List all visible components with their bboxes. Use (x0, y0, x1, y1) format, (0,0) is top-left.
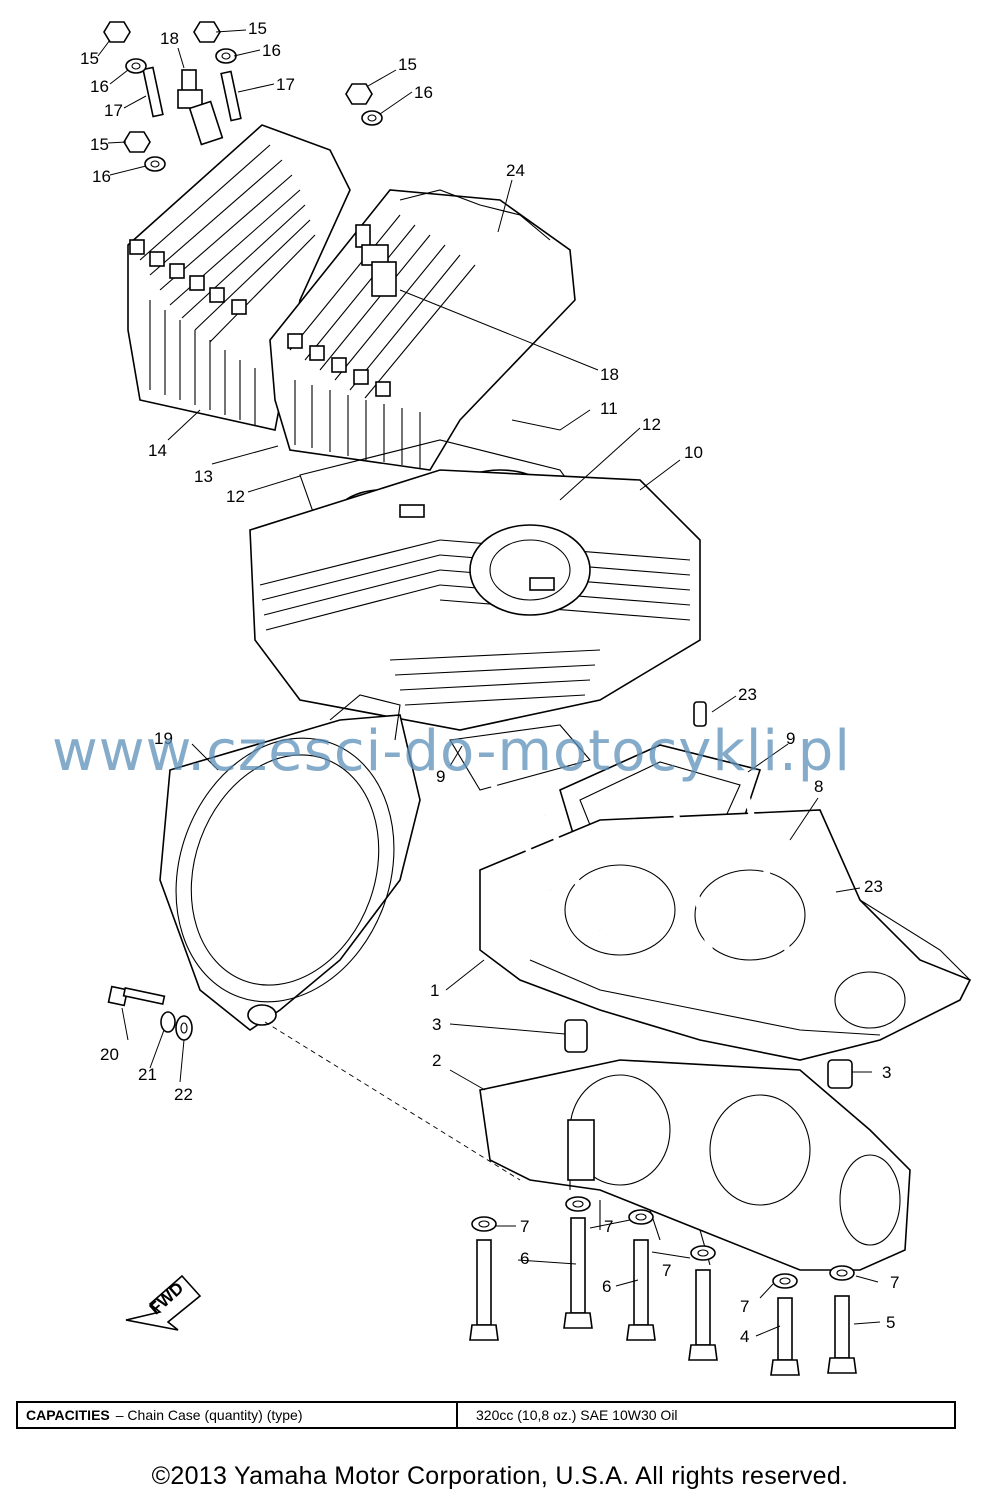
callout-16: 16 (414, 83, 433, 102)
callout-16: 16 (92, 167, 111, 186)
callout-9: 9 (436, 767, 445, 786)
cylinder-block (249, 469, 701, 731)
callout-16: 16 (262, 41, 281, 60)
exploded-engine-diagram: FWD 15 15 15 15 16 16 16 16 17 (52, 19, 972, 1376)
callout-18: 18 (160, 29, 179, 48)
callout-19: 19 (154, 729, 173, 748)
callout-2: 2 (432, 1051, 441, 1070)
washers-16 (125, 48, 383, 172)
callout-15: 15 (248, 19, 267, 38)
cylinder-head-right (269, 189, 576, 471)
studs-8 (477, 758, 793, 1011)
callout-9: 9 (786, 729, 795, 748)
callout-6: 6 (602, 1277, 611, 1296)
callout-7: 7 (662, 1261, 671, 1280)
cylinder-head-left (127, 124, 351, 431)
callout-17: 17 (104, 101, 123, 120)
capacities-label-cell: CAPACITIES – Chain Case (quantity) (type… (18, 1403, 458, 1427)
callout-22: 22 (174, 1085, 193, 1104)
callout-23: 23 (864, 877, 883, 896)
callout-20: 20 (100, 1045, 119, 1064)
washers-21-22 (160, 1011, 193, 1041)
callout-7: 7 (740, 1297, 749, 1316)
callout-8: 8 (814, 777, 823, 796)
watermark: www.czesci-do-motocykli.pl (52, 719, 851, 784)
callout-16: 16 (90, 77, 109, 96)
callout-18: 18 (600, 365, 619, 384)
capacities-key: CAPACITIES (26, 1407, 110, 1423)
spark-plug-right (355, 224, 397, 297)
callout-21: 21 (138, 1065, 157, 1084)
capacities-description: – Chain Case (quantity) (type) (115, 1407, 303, 1423)
crankcase-lower (479, 1059, 911, 1271)
callout-7: 7 (890, 1273, 899, 1292)
callout-24: 24 (506, 161, 525, 180)
crankcase-upper (479, 809, 972, 1061)
callout-1: 1 (430, 981, 439, 1000)
nuts-15 (103, 21, 373, 153)
bolts-6-4-5 (469, 1217, 857, 1376)
callout-17: 17 (276, 75, 295, 94)
leader-lines (97, 29, 881, 1337)
callout-6: 6 (520, 1249, 529, 1268)
callout-11: 11 (600, 399, 618, 418)
callout-13: 13 (194, 467, 213, 486)
dowels-3 (564, 1019, 853, 1089)
washers-7 (471, 1196, 855, 1289)
callout-15: 15 (90, 135, 109, 154)
callout-7: 7 (520, 1217, 529, 1236)
callout-23: 23 (738, 685, 757, 704)
callout-7: 7 (604, 1217, 613, 1236)
fwd-arrow: FWD (125, 1274, 202, 1331)
studs-17 (142, 66, 242, 122)
callout-12: 12 (226, 487, 245, 506)
copyright-notice: ©2013 Yamaha Motor Corporation, U.S.A. A… (151, 1462, 849, 1490)
crankcase-cover-19 (159, 694, 421, 1031)
callout-3: 3 (432, 1015, 441, 1034)
callout-10: 10 (684, 443, 703, 462)
callouts: 15 15 15 15 16 16 16 16 17 17 18 18 24 1… (80, 19, 899, 1346)
capacities-table: CAPACITIES – Chain Case (quantity) (type… (16, 1401, 956, 1429)
callout-5: 5 (886, 1313, 895, 1332)
bolt-20 (107, 985, 166, 1007)
callout-14: 14 (148, 441, 167, 460)
callout-15: 15 (398, 55, 417, 74)
callout-4: 4 (740, 1327, 749, 1346)
capacities-value-cell: 320cc (10,8 oz.) SAE 10W30 Oil (476, 1407, 678, 1423)
spark-plug-left (177, 69, 224, 146)
callout-12: 12 (642, 415, 661, 434)
callout-3: 3 (882, 1063, 891, 1082)
callout-15: 15 (80, 49, 99, 68)
